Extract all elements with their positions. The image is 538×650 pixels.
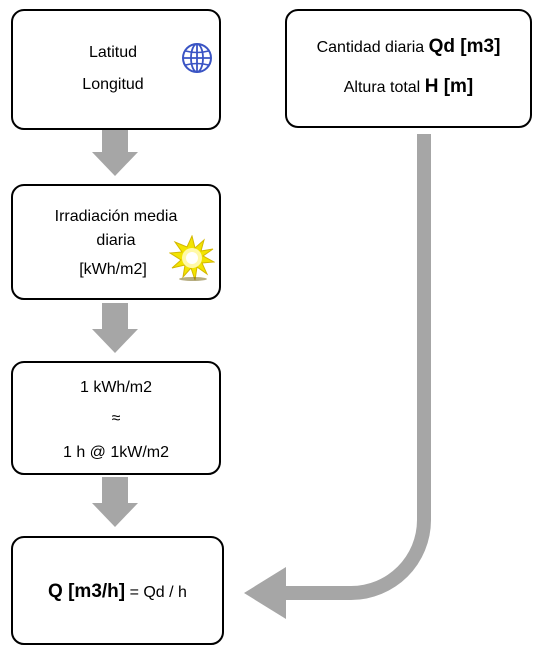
result-formula: Q [m3/h] = Qd / h [13, 582, 222, 603]
down-arrow-2 [92, 303, 138, 353]
daily-amount-label: Cantidad diaria [316, 39, 425, 56]
result-box: Q [m3/h] = Qd / h [11, 536, 224, 645]
total-height-row: Altura total H [m] [287, 77, 530, 98]
down-arrow-3 [92, 477, 138, 527]
location-box: Latitud Longitud [11, 9, 221, 130]
sun-icon [168, 234, 216, 286]
irradiation-unit: [kWh/m2] [79, 261, 147, 278]
result-formula-rest: = Qd / h [129, 584, 187, 601]
daily-amount-symbol: Qd [m3] [428, 36, 501, 57]
total-height-symbol: H [m] [424, 76, 474, 97]
equivalence-box: 1 kWh/m2 ≈ 1 h @ 1kW/m2 [11, 361, 221, 475]
result-formula-bold: Q [m3/h] [48, 581, 126, 602]
down-arrow-1 [92, 128, 138, 176]
demand-box: Cantidad diaria Qd [m3] Altura total H [… [285, 9, 532, 128]
total-height-label: Altura total [343, 79, 421, 96]
daily-amount-row: Cantidad diaria Qd [m3] [287, 37, 530, 58]
approx-symbol: ≈ [111, 410, 121, 427]
irradiation-box: Irradiación media diaria [kWh/m2] [11, 184, 221, 300]
latitude-label: Latitud [88, 44, 138, 61]
bent-arrow [244, 134, 431, 619]
irradiation-line2: diaria [96, 232, 136, 249]
irradiation-line1: Irradiación media [54, 208, 178, 225]
longitude-label: Longitud [82, 76, 144, 93]
equivalence-line2: 1 h @ 1kW/m2 [62, 444, 170, 461]
globe-icon [180, 41, 214, 80]
equivalence-line1: 1 kWh/m2 [79, 379, 152, 396]
